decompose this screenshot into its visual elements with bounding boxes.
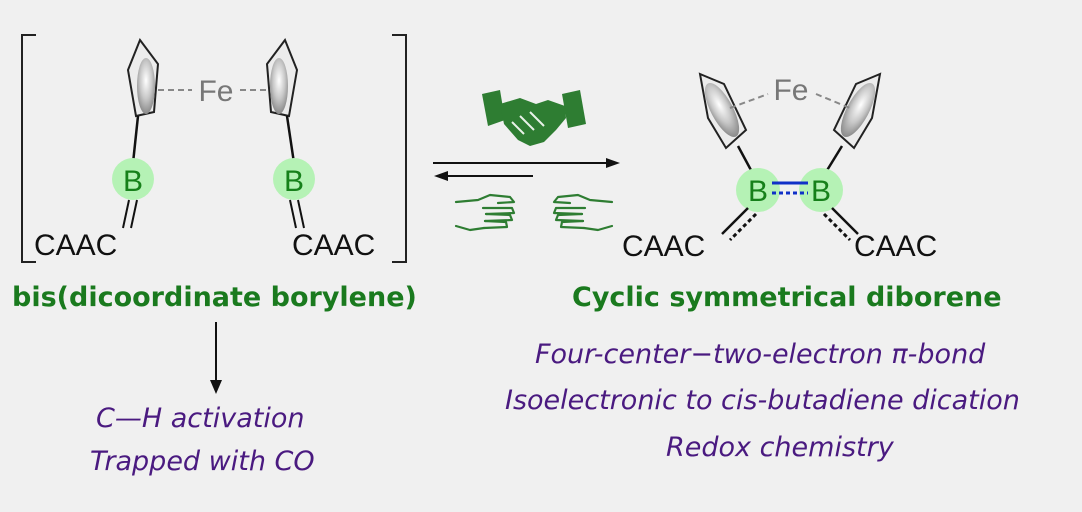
cp-ring-right <box>265 37 299 118</box>
cp-ring-right-mol-left <box>698 72 748 150</box>
iron-atom-left: Fe <box>198 75 233 108</box>
boron-carbene-bond-r-right-b <box>822 212 852 242</box>
left-compound-title: bis(dicoordinate borylene) <box>12 282 417 313</box>
handshake-icon <box>482 90 586 146</box>
boron-carbene-bond-r-left-b <box>728 212 758 242</box>
hand-right-icon <box>454 193 516 232</box>
boron-highlight-left <box>112 158 154 200</box>
boron-carbene-bond-r-left-a <box>721 207 749 235</box>
boron-atom-left: B <box>123 165 143 198</box>
reverse-arrow-head <box>434 171 448 181</box>
boron-atom-right-mol-left: B <box>748 175 768 208</box>
left-bracket <box>21 34 36 263</box>
iron-atom-right: Fe <box>773 74 808 107</box>
caac-label-right-mol-left: CAAC <box>622 230 705 263</box>
reactivity-arrow-head <box>210 380 222 394</box>
hand-left-icon <box>552 193 614 232</box>
reactivity-note-ch-activation: C—H activation <box>96 403 305 434</box>
caac-label-right: CAAC <box>292 229 375 262</box>
boron-highlight-right-mol-left <box>736 168 780 212</box>
caac-label-left: CAAC <box>34 229 117 262</box>
boron-carbene-bond-r-right-a <box>831 207 859 235</box>
right-bracket <box>392 34 407 263</box>
cp-ring-right-mol-right <box>832 72 882 150</box>
forward-arrow-head <box>606 158 620 168</box>
boron-highlight-right <box>273 158 315 200</box>
feature-note-isoelectronic: Isoelectronic to cis-butadiene dication <box>505 385 1020 416</box>
boron-atom-right-mol-right: B <box>811 175 831 208</box>
boron-atom-right: B <box>284 165 304 198</box>
right-compound-title: Cyclic symmetrical diborene <box>572 282 1002 313</box>
boron-highlight-right-mol-right <box>799 168 843 212</box>
caac-label-right-mol-right: CAAC <box>854 230 937 263</box>
boron-carbene-bond-right-b <box>297 199 305 229</box>
cp-boron-bond-left <box>131 115 140 164</box>
fe-bond-right-mol-left <box>729 93 769 109</box>
cp-ring-left <box>126 37 160 118</box>
cp-boron-bond-right-mol-left <box>736 145 754 173</box>
boron-carbene-bond-right-a <box>289 199 297 229</box>
fe-bond-right-mol-right <box>815 93 851 109</box>
boron-carbene-bond-left-a <box>122 199 130 229</box>
reactivity-note-co-trapping: Trapped with CO <box>90 446 315 477</box>
cp-boron-bond-right-mol-right <box>824 145 844 173</box>
boron-carbene-bond-left-b <box>130 199 138 229</box>
cp-boron-bond-right <box>285 115 296 164</box>
feature-note-pi-bond: Four-center−two-electron π-bond <box>535 339 986 370</box>
feature-note-redox: Redox chemistry <box>666 432 894 463</box>
